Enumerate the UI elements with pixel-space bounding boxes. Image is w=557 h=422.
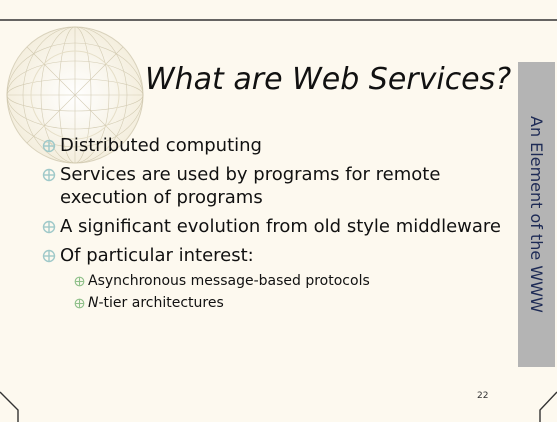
list-item: Services are used by programs for remote… bbox=[42, 163, 512, 209]
bullet-list: Distributed computing Services are used … bbox=[42, 134, 512, 319]
circle-cross-bullet-icon bbox=[42, 168, 56, 182]
wireframe-globe-icon bbox=[6, 26, 144, 164]
bullet-text: Distributed computing bbox=[60, 135, 262, 156]
italic-prefix: N bbox=[88, 295, 99, 311]
slide-number: 22 bbox=[477, 391, 489, 401]
circle-cross-bullet-icon bbox=[74, 298, 85, 309]
list-item: Distributed computing bbox=[42, 134, 512, 157]
sub-bullet-list: Asynchronous message-based protocols N-t… bbox=[60, 271, 512, 313]
sub-list-item: N-tier architectures bbox=[74, 293, 512, 313]
slide-frame bbox=[0, 19, 557, 422]
circle-cross-bullet-icon bbox=[42, 249, 56, 263]
list-item: Of particular interest: Asynchronous mes… bbox=[42, 244, 512, 313]
circle-cross-bullet-icon bbox=[42, 139, 56, 153]
sub-bullet-text: Asynchronous message-based protocols bbox=[88, 273, 370, 289]
bullet-text: Services are used by programs for remote… bbox=[60, 164, 441, 208]
sub-bullet-text: N-tier architectures bbox=[88, 295, 224, 311]
list-item: A significant evolution from old style m… bbox=[42, 215, 512, 238]
circle-cross-bullet-icon bbox=[74, 276, 85, 287]
side-label-band bbox=[518, 62, 555, 367]
slide-title: What are Web Services? bbox=[145, 62, 512, 97]
bullet-text: A significant evolution from old style m… bbox=[60, 216, 501, 237]
sub-list-item: Asynchronous message-based protocols bbox=[74, 271, 512, 291]
circle-cross-bullet-icon bbox=[42, 220, 56, 234]
side-label: An Element of the WWW bbox=[527, 116, 546, 313]
bullet-text: Of particular interest: bbox=[60, 245, 254, 266]
sub-bullet-rest: -tier architectures bbox=[98, 295, 224, 311]
